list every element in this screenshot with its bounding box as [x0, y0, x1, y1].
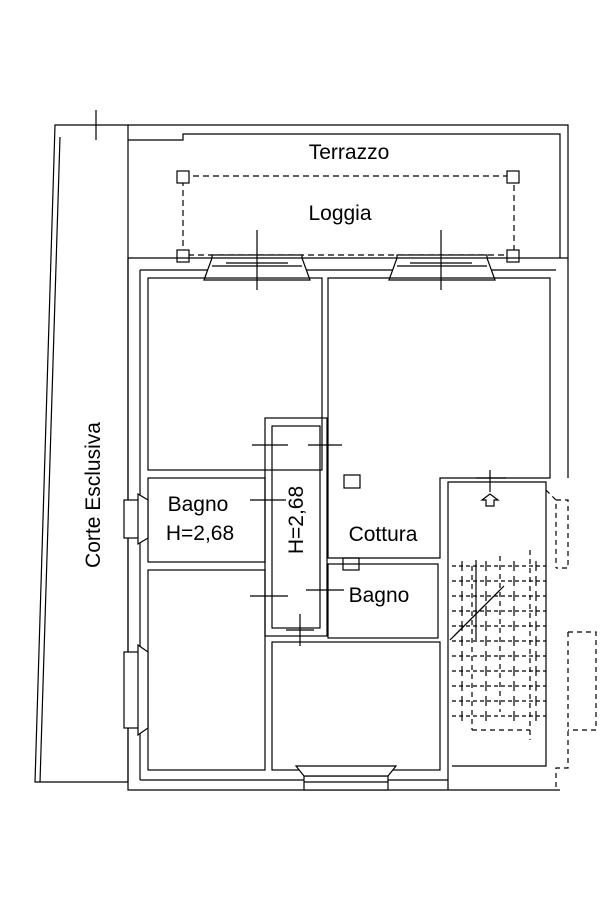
- label-cottura: Cottura: [349, 523, 418, 546]
- label-bagno-left: Bagno: [168, 493, 229, 516]
- terrazzo-area: [128, 124, 569, 258]
- stair-steps: [452, 561, 546, 721]
- bedroom-bottom-left: [147, 569, 266, 771]
- label-bagno-right: Bagno: [349, 584, 410, 607]
- label-corte-esclusiva: Corte Esclusiva: [82, 422, 105, 568]
- stair-arrows: [449, 560, 505, 641]
- label-bagno-left-height: H=2,68: [166, 522, 234, 545]
- bathroom-left: [147, 477, 266, 563]
- cottura-fixture: [343, 474, 361, 489]
- bathroom-left-window: [123, 492, 149, 546]
- bathroom-right: [327, 563, 439, 639]
- bottom-window: [294, 765, 398, 791]
- label-loggia: Loggia: [308, 202, 371, 225]
- stair-core: [447, 470, 547, 790]
- window-cross-markers: [226, 230, 472, 290]
- living-room-top-right: [327, 277, 551, 559]
- bedroom-bottom-left-window: [123, 643, 149, 737]
- loggia-area: [176, 170, 520, 263]
- label-corridor-height: H=2,68: [285, 486, 308, 554]
- top-window-right: [388, 254, 496, 281]
- stair-dashed-outline: [471, 489, 597, 790]
- bedroom-top-left: [147, 277, 323, 471]
- bedroom-bottom-middle: [271, 641, 441, 771]
- label-terrazzo: Terrazzo: [309, 141, 390, 164]
